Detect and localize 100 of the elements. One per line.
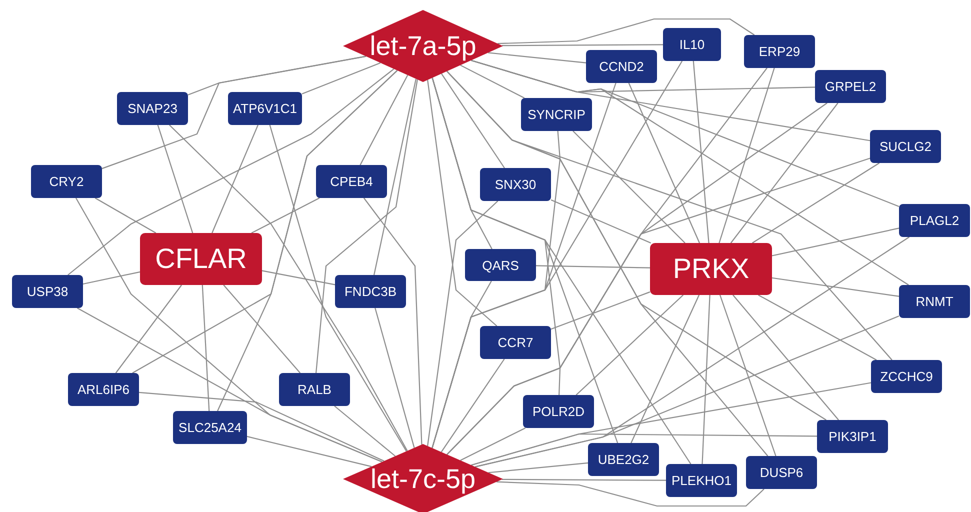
mirna-diamond (343, 10, 503, 82)
gene-label: CRY2 (49, 174, 84, 189)
gene-box (588, 443, 659, 476)
gene-box (871, 360, 942, 393)
connector-line (730, 102, 838, 244)
gene-label: let-7c-5p (370, 464, 476, 494)
connector-line (374, 78, 417, 276)
connector-line (475, 316, 900, 468)
gene-box (817, 420, 888, 453)
connector-line (498, 18, 755, 44)
connector-line (246, 436, 372, 468)
connector-line (315, 79, 418, 374)
gene-label: CCND2 (599, 59, 644, 74)
gene-label: SYNCRIP (528, 107, 586, 122)
connector-line (94, 198, 156, 234)
connector-line (102, 56, 366, 170)
connector-line (217, 70, 398, 412)
connector-line (488, 462, 588, 474)
gene-label: ATP6V1C1 (232, 101, 298, 116)
gene-label: FNDC3B (344, 284, 396, 299)
connector-line (488, 52, 586, 64)
gene-box (899, 285, 970, 318)
gene-box (744, 35, 815, 68)
connector-line (502, 44, 663, 46)
connector-line (576, 294, 684, 396)
connector-line (550, 291, 650, 330)
gene-box (31, 165, 102, 198)
gene-label: SNX30 (494, 177, 536, 192)
gene-box (228, 92, 302, 125)
gene-label: RALB (298, 382, 332, 397)
gene-box (316, 165, 387, 198)
gene-box (746, 456, 817, 489)
connector-line (262, 270, 336, 286)
gene-label: SNAP23 (128, 101, 178, 116)
connector-line (718, 68, 775, 244)
gene-box (663, 28, 721, 61)
gene-label: USP38 (26, 284, 68, 299)
connector-line (440, 358, 505, 452)
hub-gene-box (140, 233, 262, 285)
gene-box (870, 130, 941, 163)
gene-box (480, 168, 551, 201)
gene-label: PIK3IP1 (828, 429, 876, 444)
connector-line (427, 80, 498, 326)
connector-line (536, 265, 650, 268)
connector-line (360, 74, 408, 166)
connector-line (302, 62, 381, 94)
connector-line (502, 478, 666, 481)
connector-line (702, 294, 710, 464)
gene-label: CCR7 (498, 335, 534, 350)
connector-line (752, 162, 880, 244)
gene-box (12, 275, 83, 308)
connector-line (82, 271, 140, 285)
gene-box (117, 92, 188, 125)
connector-line (572, 130, 686, 244)
gene-box (465, 249, 536, 281)
gene-box (666, 464, 737, 497)
connector-line (550, 199, 652, 244)
connector-line (68, 68, 394, 276)
mirna-diamond (343, 444, 503, 512)
connector-line (363, 198, 422, 445)
connector-line (432, 280, 492, 448)
gene-label: GRPEL2 (824, 79, 876, 94)
gene-box (335, 275, 406, 308)
gene-box (523, 395, 594, 428)
gene-label: UBE2G2 (598, 452, 650, 467)
gene-label: ARL6IP6 (77, 382, 130, 397)
connector-line (732, 294, 839, 420)
gene-box (480, 326, 551, 359)
gene-label: let-7a-5p (370, 30, 476, 62)
connector-line (202, 284, 210, 412)
connector-line (719, 294, 776, 456)
connector-line (628, 82, 700, 244)
connector-line (446, 158, 870, 455)
connector-line (496, 481, 764, 507)
connector-line (212, 124, 258, 234)
gene-box (815, 70, 886, 103)
connector-line (223, 284, 301, 374)
gene-label: CFLAR (155, 243, 247, 275)
connector-line (441, 73, 505, 168)
gene-label: PLEKHO1 (672, 473, 732, 488)
gene-label: SUCLG2 (879, 139, 932, 154)
gene-label: CPEB4 (330, 174, 373, 189)
connector-line (692, 60, 710, 244)
gene-label: ZCCHC9 (880, 369, 933, 384)
gene-label: QARS (482, 258, 519, 272)
gene-label: SLC25A24 (178, 420, 242, 435)
connector-line (460, 428, 526, 461)
connector-line (169, 124, 408, 452)
gene-label: DUSP6 (760, 465, 804, 480)
connector-line (427, 200, 498, 446)
connector-line (758, 294, 877, 360)
connector-line (772, 228, 900, 256)
gene-label: IL10 (679, 37, 705, 52)
connector-line (251, 198, 320, 234)
connector-line (471, 433, 817, 466)
connector-line (115, 284, 182, 374)
connector-line (334, 406, 396, 457)
connector-line (269, 124, 407, 452)
gene-label: RNMT (916, 294, 954, 309)
gene-box (521, 98, 592, 131)
